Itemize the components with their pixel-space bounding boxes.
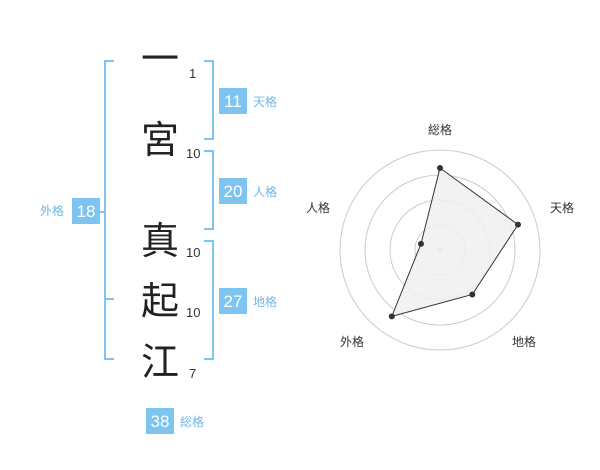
- radar-label-jinkaku: 人格: [306, 201, 331, 215]
- name-char-1: 一: [141, 37, 180, 81]
- radar-point-4: [417, 240, 424, 247]
- jinkaku-bracket: [204, 150, 214, 230]
- radar-label-soukaku: 総格: [428, 123, 453, 137]
- chikaku-value: 27: [223, 291, 243, 311]
- chikaku-bracket: [204, 240, 214, 360]
- radar-point-0: [437, 165, 443, 171]
- jinkaku-value: 20: [223, 181, 243, 201]
- radar-chart: [339, 149, 541, 351]
- radar-point-2: [469, 291, 476, 298]
- name-char-2: 宮: [141, 118, 180, 162]
- tenkaku-bracket: [204, 60, 214, 140]
- soukaku-badge: 38: [146, 408, 174, 434]
- chikaku-badge: 27: [219, 288, 247, 314]
- radar-point-3: [388, 313, 395, 320]
- stroke-count-1: 1: [189, 66, 197, 81]
- tenkaku-value: 11: [224, 91, 242, 111]
- radar-point-1: [514, 221, 521, 228]
- soukaku-value: 38: [150, 411, 170, 431]
- radar-ring-4: [339, 149, 541, 351]
- jinkaku-label: 人格: [253, 185, 278, 199]
- radar-label-chikaku: 地格: [512, 335, 537, 349]
- radar-label-gaikaku: 外格: [340, 335, 365, 349]
- gaikaku-badge: 18: [72, 198, 100, 224]
- soukaku-label: 総格: [180, 415, 205, 429]
- gaikaku-bracket-tick: [95, 211, 105, 213]
- tenkaku-label: 天格: [253, 95, 278, 109]
- gaikaku-bracket: [104, 60, 114, 360]
- name-char-3: 真: [141, 219, 180, 263]
- stroke-count-2: 10: [186, 146, 201, 161]
- stroke-count-3: 10: [186, 245, 201, 260]
- radar-series-polygon: [390, 167, 519, 318]
- stroke-count-4: 10: [186, 305, 201, 320]
- chikaku-label: 地格: [253, 295, 278, 309]
- radar-label-tenkaku: 天格: [550, 201, 575, 215]
- stroke-count-5: 7: [189, 366, 197, 381]
- name-char-5: 江: [141, 340, 180, 384]
- tenkaku-badge: 11: [219, 88, 247, 114]
- gaikaku-value: 18: [76, 201, 96, 221]
- jinkaku-badge: 20: [219, 178, 247, 204]
- gaikaku-bracket-mid-tick: [104, 298, 114, 300]
- name-char-4: 起: [141, 279, 180, 323]
- gaikaku-label: 外格: [40, 204, 65, 218]
